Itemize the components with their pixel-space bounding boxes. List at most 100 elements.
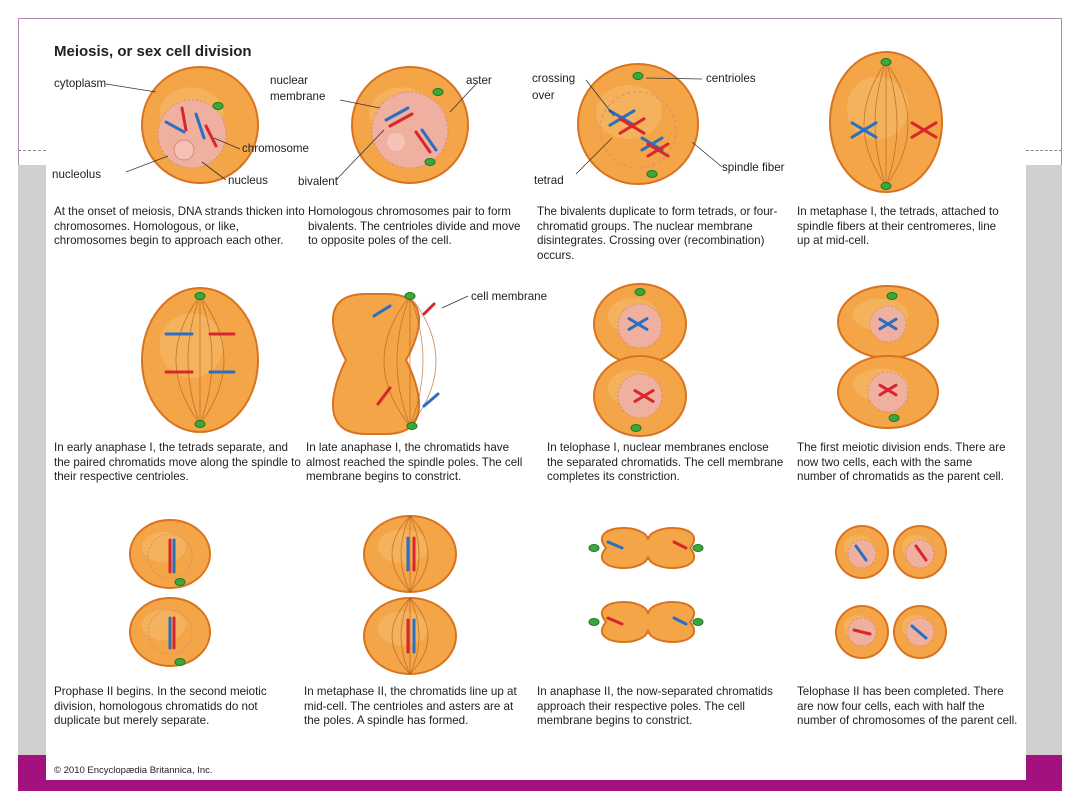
nucleus-stage-1 [157, 99, 227, 169]
spindle-stage-10-top-1 [400, 515, 411, 593]
caption-stage-6: In late anaphase I, the chromatids have … [306, 441, 523, 483]
caption-stage-9: Prophase II begins. In the second meioti… [54, 685, 267, 727]
chromosome-1d [204, 124, 218, 148]
nucleus-stage-7-bottom [617, 373, 663, 419]
spindle-stage-4-3 [885, 61, 898, 187]
centriole-stage-8b [888, 414, 900, 422]
leader-spindle-fiber [691, 141, 723, 168]
nuclear-membrane-stage-3 [599, 91, 677, 169]
label-centrioles: centrioles [706, 72, 756, 85]
label-chromosome: chromosome [242, 142, 310, 155]
centriole-stage-9b [174, 658, 186, 666]
leader-cell-membrane [441, 295, 469, 309]
caption-stage-4: In metaphase I, the tetrads, attached to… [797, 205, 999, 247]
label-bivalent: bivalent [298, 175, 338, 188]
centriole-stage-2b [424, 158, 436, 166]
nucleus-stage-8-bottom [867, 371, 909, 413]
label-cytoplasm: cytoplasm [54, 77, 107, 90]
leader-tetrad [575, 137, 613, 175]
label-membrane: membrane [270, 90, 326, 103]
centriole-stage-11d [692, 618, 704, 626]
chromatid-8b-b [878, 383, 898, 397]
spindle-stage-5-4 [199, 295, 225, 425]
centriole-stage-6b [406, 422, 418, 430]
copyright-notice: © 2010 Encyclopædia Britannica, Inc. [54, 765, 213, 776]
cell-stage-6 [331, 293, 421, 435]
centriole-stage-3a [632, 72, 644, 80]
spindle-stage-10-top-3 [409, 515, 420, 593]
spindle-stage-5-3 [199, 295, 213, 425]
label-crossing: crossing [532, 72, 576, 85]
spindle-stage-10-bottom-3 [409, 597, 420, 675]
chromatid-12a [854, 544, 868, 562]
spindle-stage-6-1 [396, 295, 411, 427]
bivalent-2b [388, 112, 414, 128]
caption-stage-5: In early anaphase I, the tetrads separat… [54, 441, 301, 483]
chromosome-1b [180, 106, 188, 132]
spindle-stage-4-4 [885, 61, 909, 187]
centriole-stage-5b [194, 420, 206, 428]
leader-chromosome [213, 137, 241, 150]
chromatid-12d [910, 624, 928, 640]
caption-stage-8: The first meiotic division ends. There a… [797, 441, 1006, 483]
chromatid-6b [422, 302, 436, 316]
nuclear-membrane-9-bottom [147, 609, 193, 655]
leader-nucleolus [125, 155, 169, 173]
caption-stage-11: In anaphase II, the now-separated chroma… [537, 685, 773, 727]
centriole-stage-4a [880, 58, 892, 66]
centriole-stage-11c [588, 618, 600, 626]
leader-nucleus [201, 161, 227, 181]
spindle-stage-4-0 [863, 61, 887, 187]
diagram-title: Meiosis, or sex cell division [54, 43, 252, 60]
leader-centrioles [645, 77, 703, 80]
leader-aster [449, 81, 479, 113]
nucleolus-stage-1 [173, 139, 195, 161]
centriole-stage-11a [588, 544, 600, 552]
caption-stage-12: Telophase II has been completed. There a… [797, 685, 1018, 727]
tetrad-3d-b [646, 142, 670, 158]
cell-stage-3-highlight [596, 85, 662, 139]
cell-stage-11-bottom [601, 601, 695, 643]
label-over: over [532, 89, 555, 102]
spindle-stage-6-3 [409, 295, 424, 427]
caption-stage-7: In telophase I, nuclear membranes enclos… [547, 441, 784, 483]
centriole-stage-11b [692, 544, 704, 552]
chromatid-7b-b [633, 389, 655, 403]
label-tetrad: tetrad [534, 174, 564, 187]
nuclear-membrane-9-top [147, 533, 193, 579]
chromosome-1a [164, 120, 186, 134]
spindle-stage-10-bottom-1 [400, 597, 411, 675]
tetrad-4a-b [850, 121, 878, 139]
centriole-stage-6a [404, 292, 416, 300]
spindle-stage-10-bottom-4 [409, 597, 429, 675]
spindle-stage-6-4 [409, 295, 437, 427]
spindle-stage-6-0 [383, 295, 411, 427]
chromatid-6c [376, 386, 392, 406]
label-aster: aster [466, 74, 492, 87]
cell-stage-11-top [601, 527, 695, 569]
bivalent-2c [414, 130, 432, 154]
bivalent-2d [420, 128, 438, 152]
chromatid-6d [422, 392, 440, 408]
leader-bivalent [335, 129, 385, 181]
chromatid-8a-b [878, 317, 898, 331]
centriole-stage-9a [174, 578, 186, 586]
centriole-stage-8a [886, 292, 898, 300]
caption-stage-3: The bivalents duplicate to form tetrads,… [537, 205, 778, 262]
spindle-stage-10-top-4 [409, 515, 429, 593]
cell-stage-4-highlight [846, 76, 909, 140]
label-nuclear: nuclear [270, 74, 309, 87]
tetrad-4b-b [910, 121, 938, 139]
leader-cytoplasm [105, 83, 157, 93]
chromatid-11c [606, 616, 624, 626]
nucleolus-stage-2 [387, 133, 405, 151]
chromatid-12b [914, 544, 928, 562]
tetrad-3c-b [640, 136, 664, 152]
centriole-stage-5a [194, 292, 206, 300]
chromatid-6a [372, 304, 392, 318]
dashed-divider-left [18, 150, 46, 151]
cell-stage-10-top-highlight [377, 529, 429, 564]
chromatid-12c [852, 628, 872, 636]
spindle-stage-5-1 [187, 295, 201, 425]
centriole-stage-7b [630, 424, 642, 432]
